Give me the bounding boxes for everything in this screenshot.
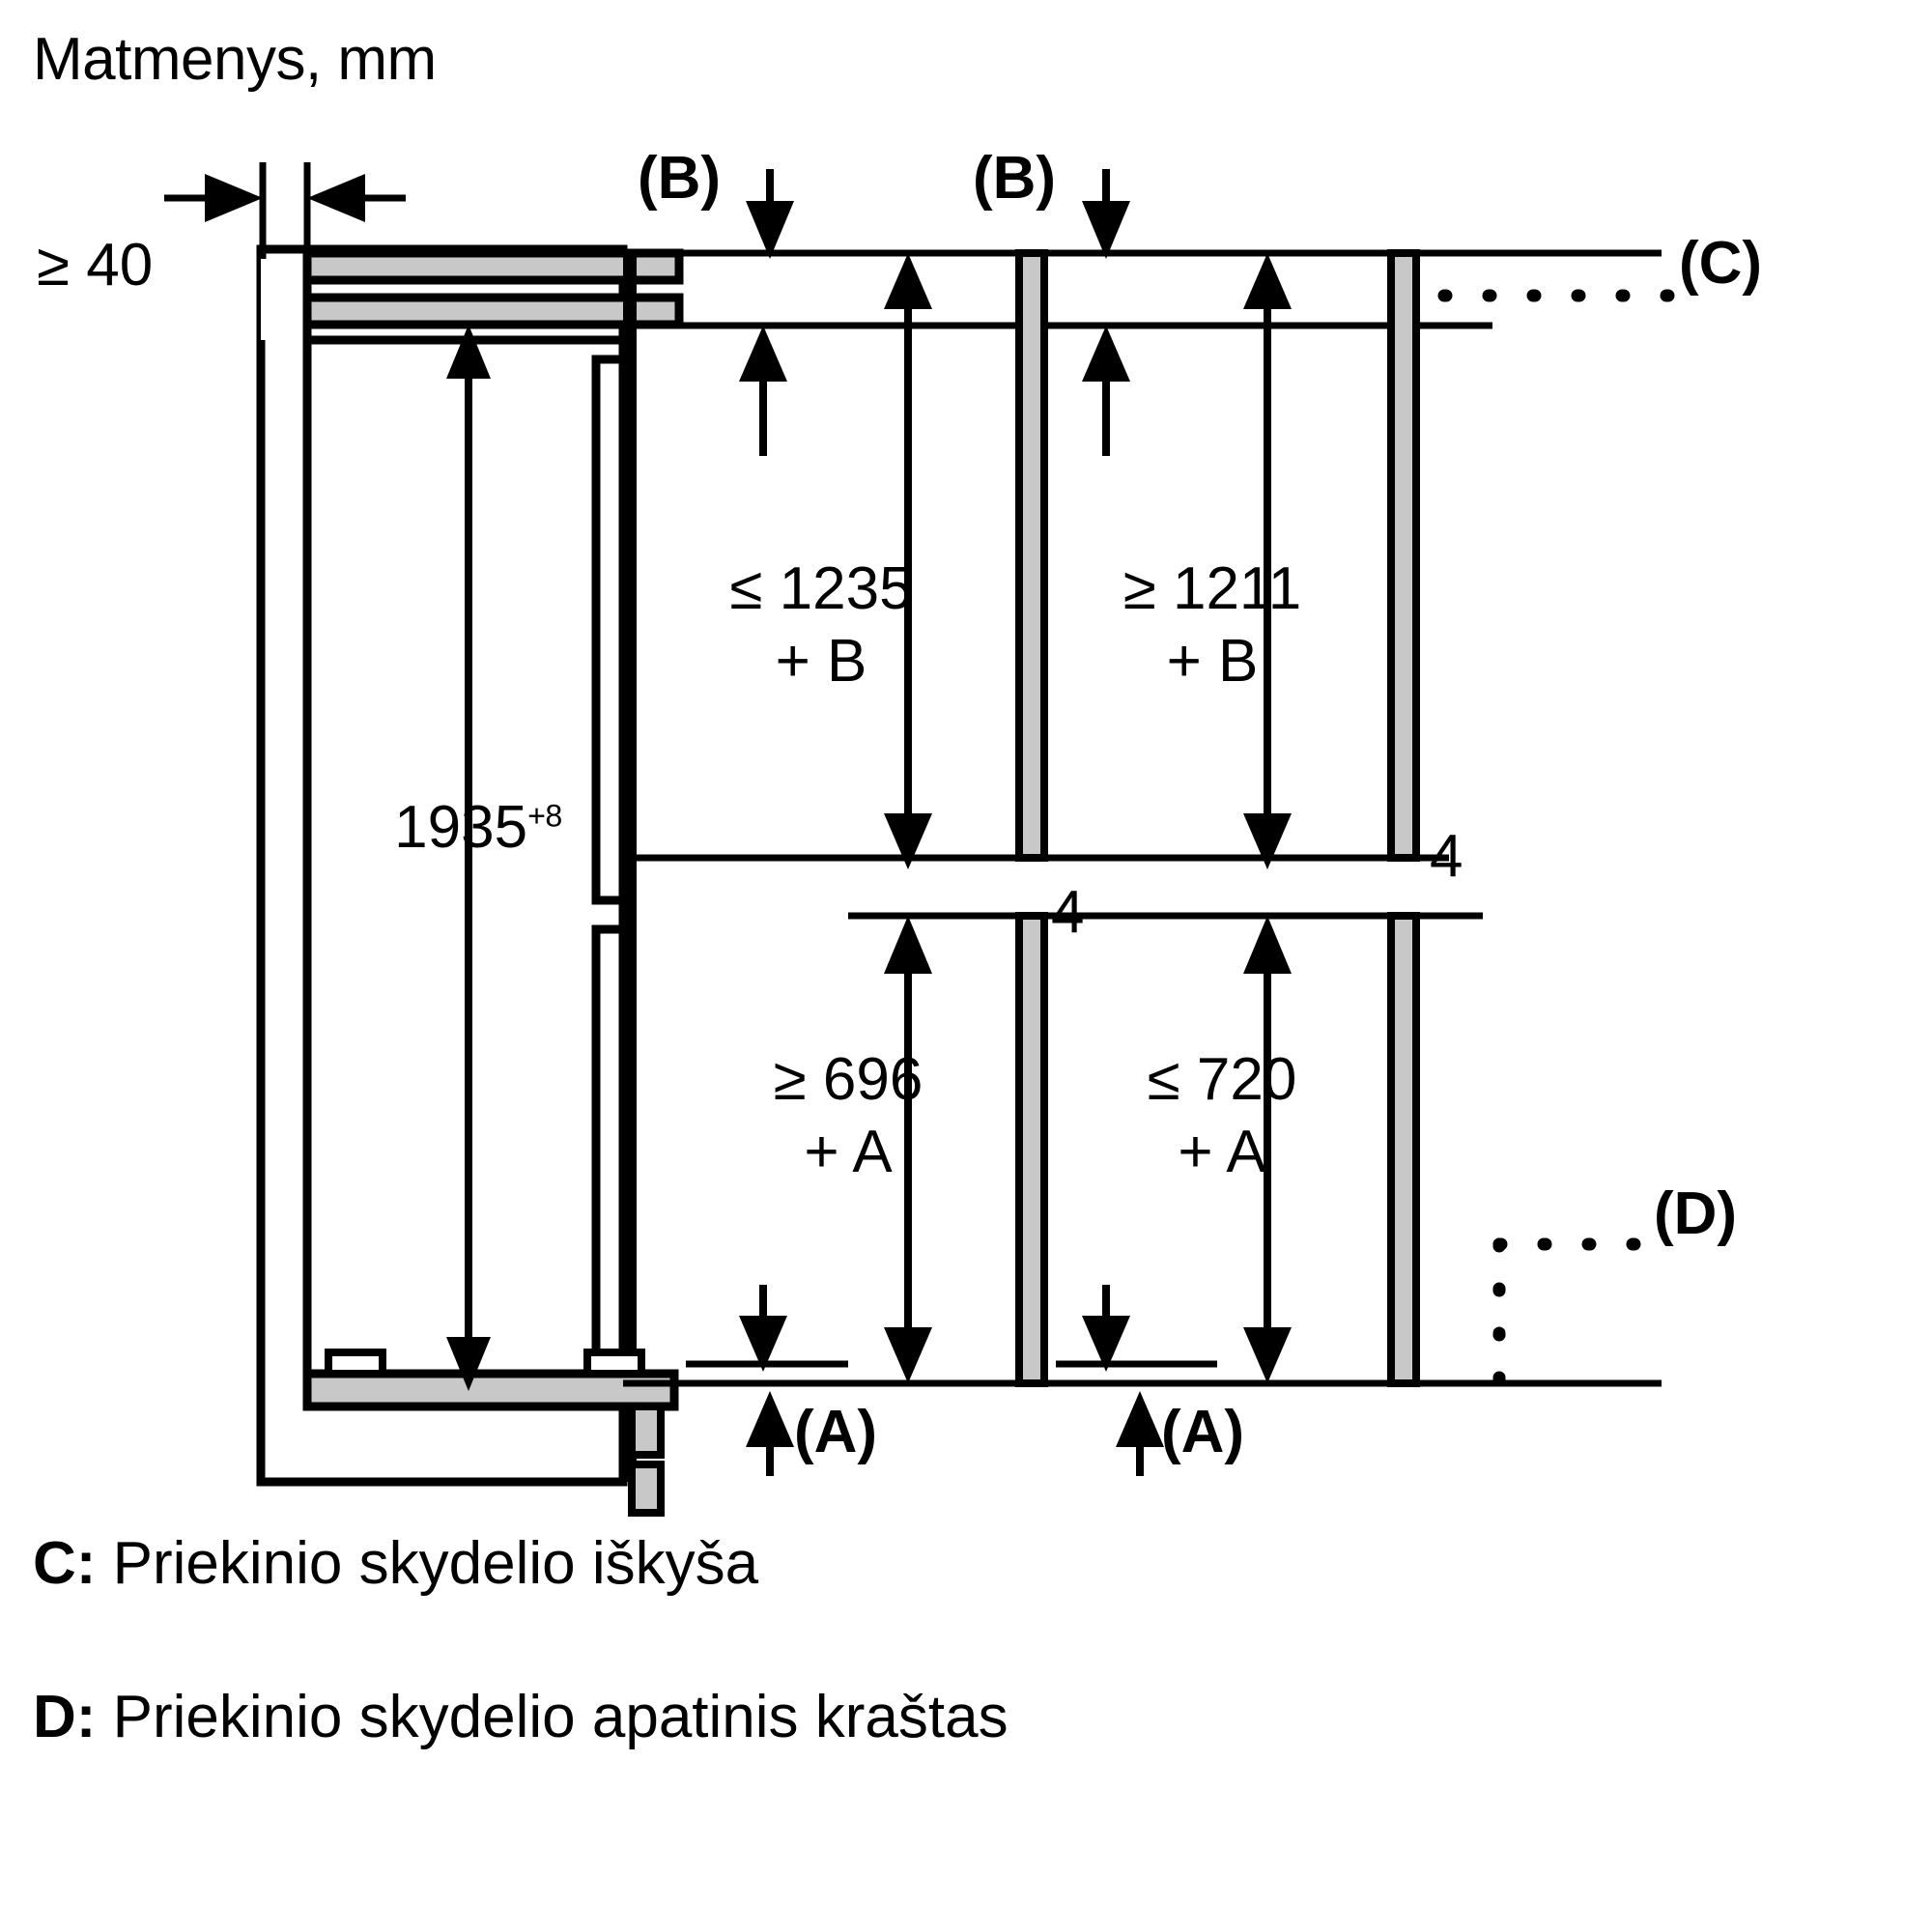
- appliance-door-edge: [591, 249, 637, 1482]
- legend-text-c: Priekinio skydelio iškyša: [96, 1530, 759, 1597]
- appliance-height-dimension-arrow: [446, 325, 491, 1391]
- dimension-arrow-lower-left-outer: [884, 916, 932, 1383]
- legend-item-c: C: Priekinio skydelio iškyša: [33, 1529, 758, 1598]
- appliance-height-value: 1935: [394, 794, 528, 861]
- marker-a-left-arrow: [746, 1391, 794, 1476]
- dimension-arrow-upper-right-inner: [1082, 326, 1130, 456]
- appliance-top-panels: [302, 248, 684, 329]
- label-upper-left-line1: ≤ 1235: [729, 555, 913, 622]
- marker-b-left-arrow: [746, 169, 794, 259]
- label-gap-left: 4: [1051, 879, 1085, 946]
- legend-item-d: D: Priekinio skydelio apatinis kraštas: [33, 1683, 1009, 1751]
- page-title: Matmenys, mm: [33, 26, 437, 93]
- appliance-base-panel: [302, 1349, 679, 1517]
- marker-b-right-arrow: [1082, 169, 1130, 259]
- gap-tick-right: [1416, 854, 1449, 920]
- label-appliance-height: 1935+8: [319, 794, 638, 861]
- reference-lines: [623, 249, 1662, 1387]
- label-upper-right-line2: + B: [1166, 628, 1259, 695]
- legend-key-c: C:: [33, 1530, 97, 1597]
- label-lower-left-line2: + A: [804, 1119, 893, 1185]
- legend-text-d: Priekinio skydelio apatinis kraštas: [96, 1684, 1009, 1750]
- label-marker-b-left: (B): [637, 145, 722, 212]
- dimension-arrow-upper-left-inner: [739, 326, 787, 456]
- label-marker-d: (D): [1654, 1180, 1738, 1247]
- marker-a-right-arrow: [1116, 1391, 1164, 1476]
- label-marker-b-right: (B): [972, 145, 1057, 212]
- label-marker-a-left: (A): [794, 1399, 878, 1465]
- dimension-arrow-upper-left-outer: [884, 253, 932, 869]
- dimension-arrow-upper-right-outer: [1243, 253, 1292, 869]
- appliance-height-tolerance: +8: [527, 798, 562, 834]
- legend-key-d: D:: [33, 1684, 97, 1750]
- label-lower-right-line1: ≤ 720: [1147, 1046, 1297, 1113]
- label-upper-right-line1: ≥ 1211: [1122, 555, 1302, 622]
- label-marker-a-right: (A): [1161, 1399, 1245, 1465]
- dimension-arrow-lower-right-outer: [1243, 916, 1292, 1383]
- marker-d-leader-line: [1492, 1237, 1649, 1390]
- label-gap-right: 4: [1430, 823, 1463, 890]
- label-marker-c: (C): [1679, 230, 1763, 297]
- label-depth-min: ≥ 40: [37, 232, 154, 298]
- label-lower-left-line1: ≥ 696: [773, 1046, 923, 1113]
- depth-dimension-40: [164, 162, 406, 259]
- appliance-outline: [256, 244, 628, 1487]
- dimension-arrow-lower-left-inner: [739, 1285, 787, 1372]
- dimension-arrow-lower-right-inner: [1082, 1285, 1130, 1372]
- label-upper-left-line2: + B: [775, 628, 867, 695]
- front-panel-bars: [1015, 249, 1420, 1387]
- label-lower-right-line2: + A: [1178, 1119, 1266, 1185]
